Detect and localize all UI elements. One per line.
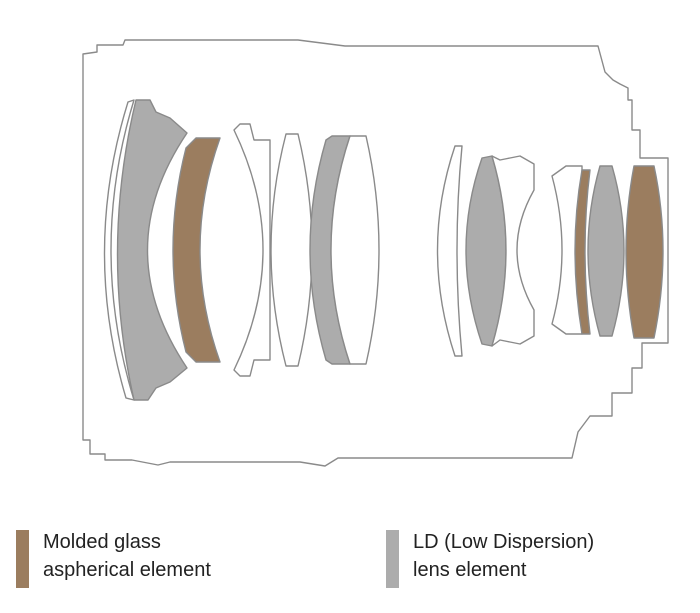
legend-aspherical: Molded glass aspherical element <box>16 528 211 588</box>
lens-element-5 <box>270 133 313 367</box>
lens-element-11 <box>551 165 583 335</box>
aspherical-swatch <box>16 530 29 588</box>
ld-swatch <box>386 530 399 588</box>
lens-construction-diagram <box>82 39 669 467</box>
legend-aspherical-line1: Molded glass <box>43 531 161 553</box>
lens-element-13 <box>587 165 625 337</box>
lens-element-3 <box>172 137 221 363</box>
lens-barrel-outline <box>82 39 669 467</box>
lens-element-14 <box>625 165 664 339</box>
lens-element-12 <box>574 169 591 335</box>
lens-element-8 <box>436 145 463 357</box>
lens-element-7 <box>330 135 380 365</box>
lens-element-10 <box>491 155 535 347</box>
legend-aspherical-line2: aspherical element <box>43 559 211 581</box>
legend-ld: LD (Low Dispersion) lens element <box>386 528 594 588</box>
legend-ld-line2: lens element <box>413 559 527 581</box>
lens-element-2 <box>116 99 188 401</box>
legend-ld-line1: LD (Low Dispersion) <box>413 531 595 553</box>
lens-element-4 <box>233 123 271 377</box>
